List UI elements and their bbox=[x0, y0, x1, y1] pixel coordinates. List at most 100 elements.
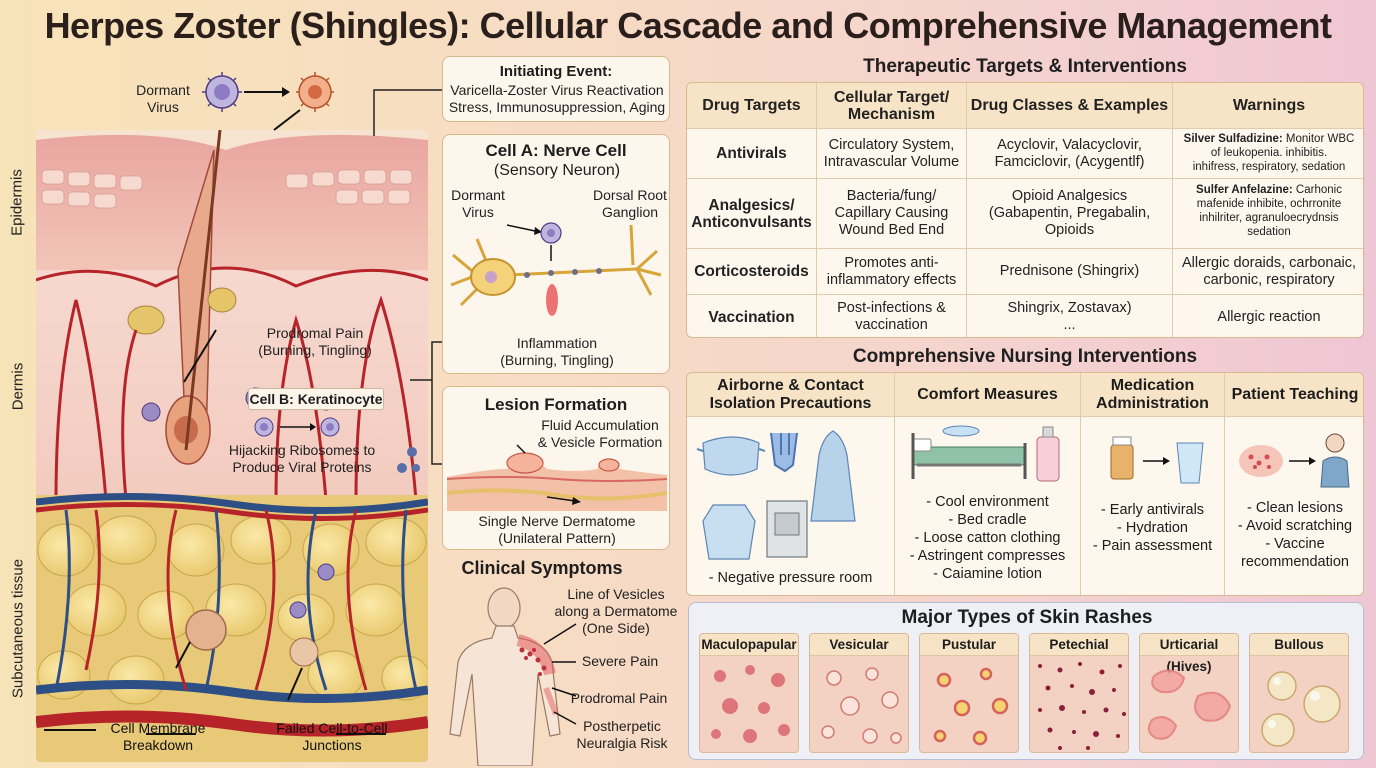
nursing-header: Medication Administration bbox=[1081, 373, 1224, 417]
table-cell-target: Vaccination bbox=[687, 295, 817, 337]
table-header: Drug Targets bbox=[687, 83, 817, 129]
table-cell-drugs: Opioid Analgesics (Gabapentin, Pregabali… bbox=[967, 179, 1173, 249]
postherpetic-label: Postherpetic Neuralgia Risk bbox=[576, 718, 668, 751]
prodromal-pain-label: Prodromal Pain (Burning, Tingling) bbox=[258, 325, 372, 358]
pustular-image bbox=[933, 667, 1009, 746]
cell-a-title: Cell A: Nerve Cell bbox=[485, 141, 627, 160]
rashes-title: Major Types of Skin Rashes bbox=[901, 607, 1153, 628]
rash-label: Vesicular bbox=[810, 634, 908, 656]
rash-label: Maculopapular bbox=[700, 634, 798, 656]
bed-lotion-icons bbox=[911, 425, 1060, 482]
layer-label-subcutaneous: Subcutaneous tissue bbox=[9, 558, 27, 699]
medication-icons bbox=[1110, 436, 1204, 484]
nursing-header: Patient Teaching bbox=[1225, 373, 1363, 417]
ppe-icons bbox=[696, 430, 856, 560]
hijacking-label: Hijacking Ribosomes to Produce Viral Pro… bbox=[228, 442, 376, 475]
rash-maculopapular: Maculopapular bbox=[699, 633, 799, 753]
fluid-accumulation-label: Fluid Accumulation & Vesicle Formation bbox=[537, 417, 663, 450]
nursing-items: - Cool environment - Bed cradle - Loose … bbox=[909, 494, 1066, 582]
table-cell-warning: Allergic doraids, carbonaic, carbonic, r… bbox=[1173, 249, 1363, 295]
table-cell-warning: Allergic reaction bbox=[1217, 308, 1321, 325]
cell-a-ganglion-label: Dorsal Root Ganglion bbox=[593, 187, 667, 220]
cell-b-title: Cell B: Keratinocyte bbox=[249, 391, 383, 407]
rash-pustular: Pustular bbox=[919, 633, 1019, 753]
initiating-event-box: Initiating Event: Varicella-Zoster Virus… bbox=[442, 56, 670, 122]
table-cell-warning: Silver Sulfadizine: Monitor WBC of leuko… bbox=[1173, 129, 1363, 179]
warning-bold: Silver Sulfadizine: bbox=[1183, 133, 1283, 145]
maculopapular-image bbox=[711, 665, 790, 743]
nursing-col-isolation: Airborne & Contact Isolation Precautions… bbox=[687, 373, 895, 595]
nursing-panel: Airborne & Contact Isolation Precautions… bbox=[686, 372, 1364, 596]
dermatome-label: Single Nerve Dermatome (Unilateral Patte… bbox=[478, 513, 636, 546]
table-header: Cellular Target/ Mechanism bbox=[817, 83, 967, 129]
rash-vesicular: Vesicular bbox=[809, 633, 909, 753]
severe-pain-label: Severe Pain bbox=[581, 653, 659, 669]
nursing-items: - Early antivirals - Hydration - Pain as… bbox=[1092, 502, 1213, 554]
rash-label: Bullous bbox=[1250, 634, 1348, 656]
nursing-col-medication: Medication Administration - Early antivi… bbox=[1081, 373, 1225, 595]
rash-urticarial: Urticarial (Hives) bbox=[1139, 633, 1239, 753]
lesion-formation-title: Lesion Formation bbox=[484, 395, 628, 414]
table-cell-mechanism: Post-infections & vaccination bbox=[817, 295, 967, 337]
table-cell-target: Antivirals bbox=[687, 129, 817, 179]
vesicular-image bbox=[821, 667, 902, 744]
rash-bullous: Bullous bbox=[1249, 633, 1349, 753]
vesicles-line-label: Line of Vesicles along a Dermatome (One … bbox=[554, 586, 678, 636]
lesion-formation-box: Lesion Formation Fluid Accumulation & Ve… bbox=[442, 386, 670, 550]
table-header: Drug Classes & Examples bbox=[967, 83, 1173, 129]
layer-label-epidermis: Epidermis bbox=[8, 169, 26, 236]
table-cell-mechanism: Circulatory System, Intravascular Volume bbox=[817, 129, 967, 179]
table-cell-drugs: Shingrix, Zostavax) ... bbox=[967, 295, 1173, 337]
table-cell-mechanism: Bacteria/fung/ Capillary Causing Wound B… bbox=[817, 179, 967, 249]
table-cell-drugs: Prednisone (Shingrix) bbox=[967, 249, 1173, 295]
dormant-virus-label: Dormant Virus bbox=[136, 82, 190, 115]
nursing-header: Comfort Measures bbox=[895, 373, 1080, 417]
prodromal-pain-symptom-label: Prodromal Pain bbox=[570, 690, 668, 706]
rash-label: Petechial bbox=[1030, 634, 1128, 656]
rash-label: Pustular bbox=[920, 634, 1018, 656]
page-title: Herpes Zoster (Shingles): Cellular Casca… bbox=[44, 5, 1332, 46]
inflammation-label: Inflammation (Burning, Tingling) bbox=[500, 335, 614, 368]
failed-junctions-label: Failed Cell-to-Cell Junctions bbox=[276, 720, 388, 753]
table-cell-target: Analgesics/ Anticonvulsants bbox=[687, 179, 817, 249]
body-illustration bbox=[449, 587, 577, 766]
cell-a-box: Cell A: Nerve Cell (Sensory Neuron) Dorm… bbox=[442, 134, 670, 374]
warning-text: Carhonic mafenide inhibite, ochrronite i… bbox=[1196, 184, 1342, 238]
rashes-panel: Major Types of Skin Rashes Maculopapular… bbox=[688, 602, 1364, 760]
petechial-image bbox=[1038, 662, 1126, 750]
nursing-col-teaching: Patient Teaching - Clean lesions - Avoid… bbox=[1225, 373, 1363, 595]
warning-bold: Sulfer Anfelazine: bbox=[1196, 184, 1293, 196]
urticarial-image bbox=[1147, 669, 1232, 740]
dormant-virus-icons bbox=[202, 72, 334, 131]
layer-label-dermis: Dermis bbox=[9, 362, 27, 411]
teaching-icons bbox=[1239, 433, 1350, 488]
initiating-event-text: Varicella-Zoster Virus Reactivation Stre… bbox=[448, 82, 666, 115]
keratinocyte-virus-icons bbox=[254, 417, 340, 437]
membrane-breakdown-label: Cell Membrane Breakdown bbox=[110, 720, 206, 753]
therapeutic-table: Drug Targets Cellular Target/ Mechanism … bbox=[686, 82, 1364, 338]
nursing-items: - Clean lesions - Avoid scratching - Vac… bbox=[1237, 500, 1353, 570]
bullous-image bbox=[1261, 671, 1341, 747]
rash-petechial: Petechial bbox=[1029, 633, 1129, 753]
vesicle-illustration bbox=[447, 444, 667, 511]
skin-cross-section bbox=[36, 130, 428, 762]
table-cell-drugs: Acyclovir, Valacyclovir, Famciclovir, (A… bbox=[967, 129, 1173, 179]
cell-a-dormant-label: Dormant Virus bbox=[451, 187, 505, 220]
warning-text: Monitor WBC of leukopenia. inhibitis. in… bbox=[1192, 133, 1355, 173]
table-cell-warning: Sulfer Anfelazine: Carhonic mafenide inh… bbox=[1173, 179, 1363, 249]
neuron-illustration bbox=[450, 222, 662, 316]
cell-b-label: Cell B: Keratinocyte bbox=[248, 388, 384, 410]
initiating-event-title: Initiating Event: bbox=[499, 63, 613, 80]
table-cell-mechanism: Promotes anti- inflammatory effects bbox=[817, 249, 967, 295]
nursing-items: - Negative pressure room bbox=[708, 570, 873, 586]
nursing-title: Comprehensive Nursing Interventions bbox=[852, 346, 1198, 367]
table-header: Warnings bbox=[1173, 83, 1363, 129]
therapeutic-title: Therapeutic Targets & Interventions bbox=[863, 56, 1187, 77]
nursing-header: Airborne & Contact Isolation Precautions bbox=[687, 373, 894, 417]
connector-lines bbox=[373, 89, 442, 465]
clinical-symptoms-title: Clinical Symptoms bbox=[461, 558, 623, 578]
table-cell-target: Corticosteroids bbox=[687, 249, 817, 295]
cell-a-subtitle: (Sensory Neuron) bbox=[493, 162, 621, 179]
rash-label: Urticarial (Hives) bbox=[1140, 634, 1238, 674]
nursing-col-comfort: Comfort Measures - Cool environment - Be… bbox=[895, 373, 1081, 595]
